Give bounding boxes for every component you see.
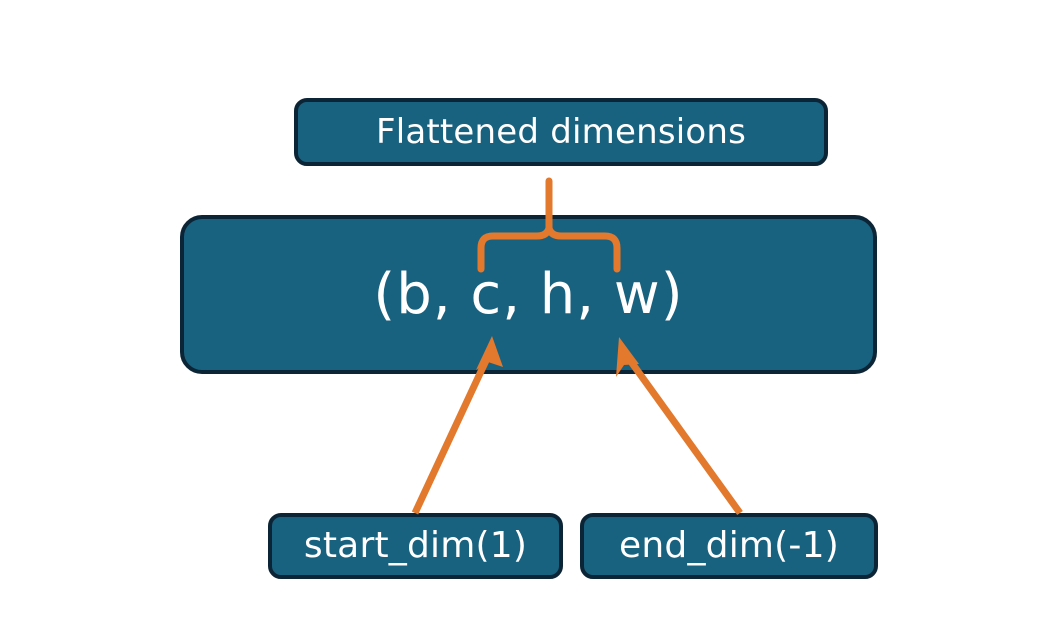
node-flattened-dimensions-label: Flattened dimensions bbox=[375, 112, 747, 152]
node-start-dim-label: start_dim(1) bbox=[303, 525, 528, 566]
node-flattened-dimensions[interactable]: Flattened dimensions bbox=[294, 98, 828, 166]
node-tensor-shape[interactable]: (b, c, h, w) bbox=[180, 215, 877, 374]
node-end-dim[interactable]: end_dim(-1) bbox=[580, 513, 878, 579]
node-tensor-shape-label: (b, c, h, w) bbox=[373, 261, 684, 327]
node-end-dim-label: end_dim(-1) bbox=[619, 525, 839, 566]
node-start-dim[interactable]: start_dim(1) bbox=[268, 513, 563, 579]
